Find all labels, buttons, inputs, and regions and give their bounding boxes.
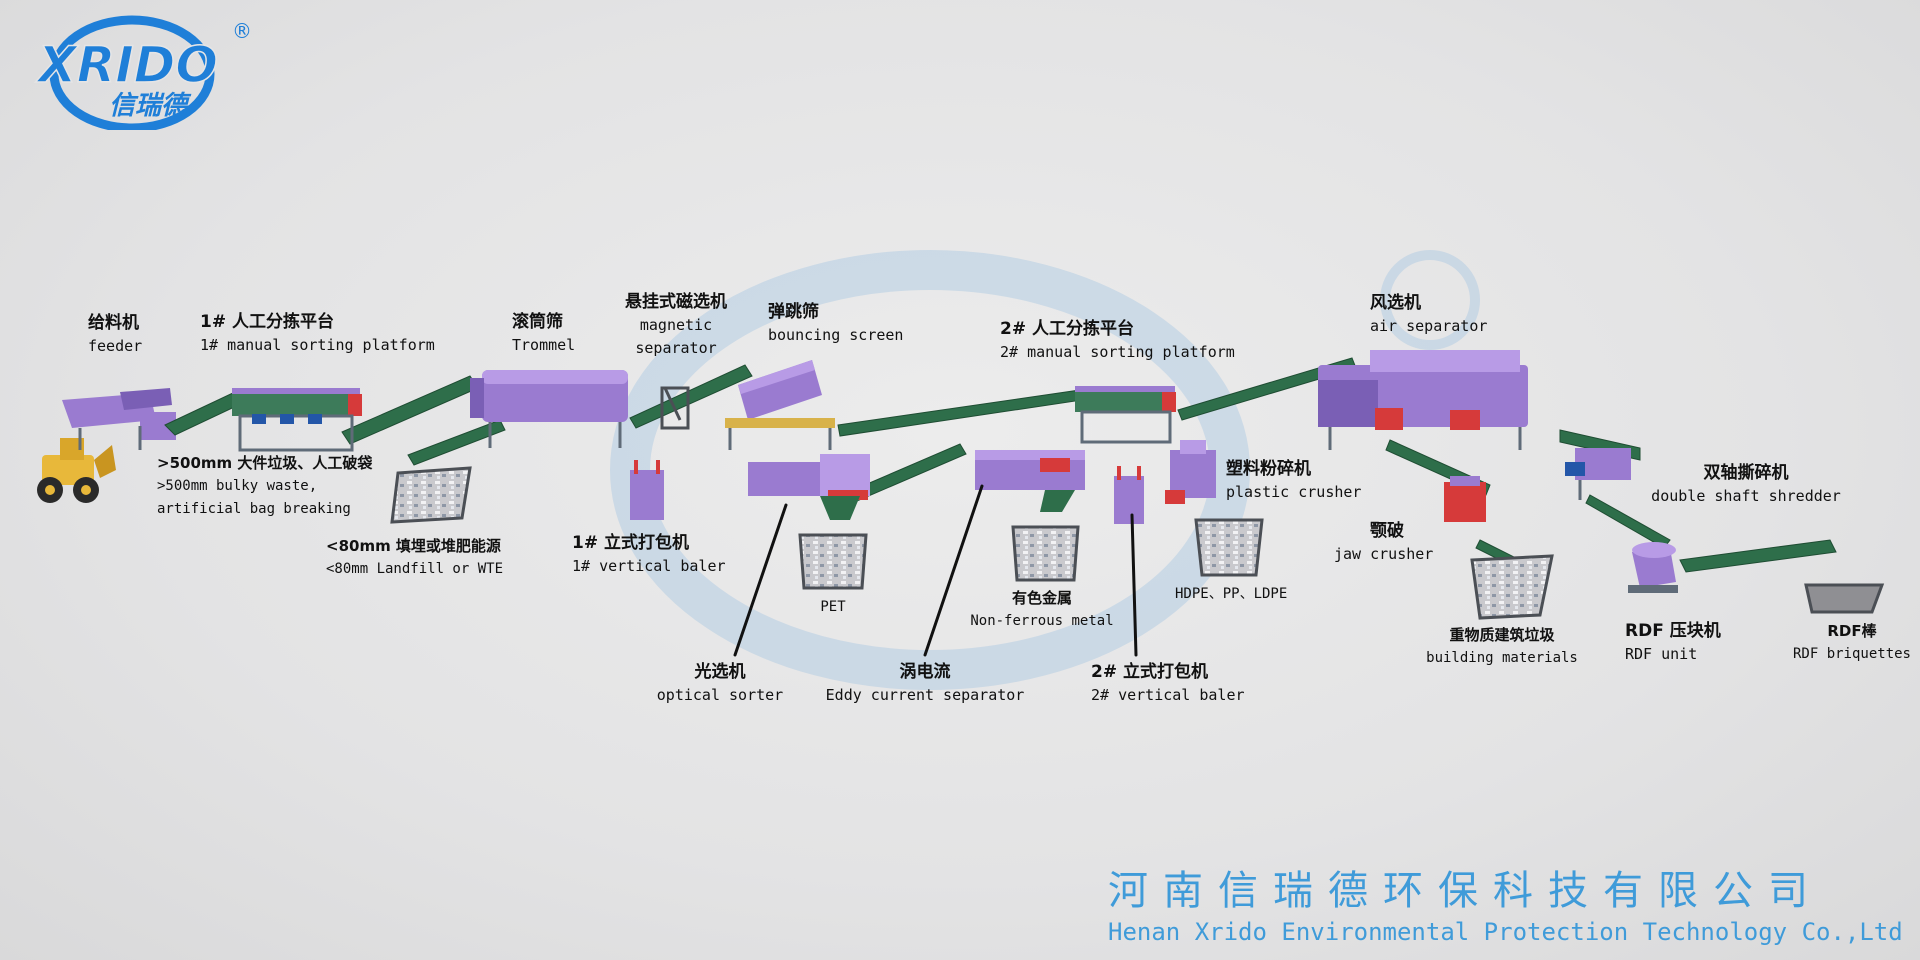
bin-building-materials — [1470, 554, 1554, 620]
label-magnetic-separator-en2: separator — [635, 339, 717, 357]
label-jaw-crusher-zh: 颚破 — [1370, 521, 1404, 541]
label-trommel-en: Trommel — [512, 336, 576, 354]
vertical-baler-2 — [1114, 466, 1144, 524]
label-vertical-baler-2-en: 2# vertical baler — [1091, 686, 1245, 704]
label-double-shaft-shredder: 双轴撕碎机 double shaft shredder — [1636, 462, 1856, 508]
air-separator-machine — [1318, 350, 1528, 450]
label-sorting-platform-1: 1# 人工分拣平台 1# manual sorting platform — [200, 311, 435, 357]
magnetic-separator — [660, 386, 690, 430]
label-sorting-platform-1-en: 1# manual sorting platform — [200, 336, 435, 354]
label-plastic-crusher-en: plastic crusher — [1226, 483, 1362, 501]
label-bulky-waste: >500mm 大件垃圾、人工破袋 >500mm bulky waste, art… — [157, 452, 372, 521]
sorting-platform-1 — [232, 388, 362, 452]
label-building-materials: 重物质建筑垃圾 building materials — [1412, 624, 1592, 670]
vertical-baler-1 — [630, 460, 664, 520]
label-vertical-baler-1-zh: 1# 立式打包机 — [572, 533, 689, 553]
label-jaw-crusher: 颚破 jaw crusher — [1334, 520, 1433, 566]
label-building-materials-en: building materials — [1426, 650, 1578, 666]
label-optical-sorter: 光选机 optical sorter — [645, 661, 795, 707]
label-feeder-en: feeder — [88, 337, 143, 355]
label-air-separator-zh: 风选机 — [1370, 293, 1421, 313]
label-optical-sorter-en: optical sorter — [656, 686, 784, 704]
label-feeder-zh: 给料机 — [88, 313, 139, 333]
label-magnetic-separator-en1: magnetic — [639, 316, 713, 334]
label-bouncing-screen-zh: 弹跳筛 — [768, 302, 819, 322]
bin-nonferrous — [1011, 525, 1080, 582]
label-hdpe-en: HDPE、PP、LDPE — [1175, 586, 1288, 602]
label-pet-en: PET — [820, 599, 846, 615]
label-rdf-briquettes-en: RDF briquettes — [1792, 646, 1911, 662]
label-rdf-unit-en: RDF unit — [1625, 645, 1698, 663]
label-air-separator-en: air separator — [1370, 317, 1488, 335]
label-jaw-crusher-en: jaw crusher — [1334, 545, 1434, 563]
eddy-current-machine — [975, 450, 1085, 512]
label-trommel-zh: 滚筒筛 — [512, 312, 563, 332]
optical-sorter-machine — [748, 454, 870, 520]
pointer-lines — [733, 484, 1138, 657]
label-eddy-current-separator-en: Eddy current separator — [825, 686, 1025, 704]
label-bulky-waste-line1: >500mm 大件垃圾、人工破袋 — [157, 454, 373, 472]
label-plastic-crusher: 塑料粉碎机 plastic crusher — [1226, 458, 1361, 504]
label-building-materials-zh: 重物质建筑垃圾 — [1449, 626, 1555, 644]
label-landfill-line1: <80mm 填埋或堆肥能源 — [326, 537, 501, 555]
label-landfill-line2: <80mm Landfill or WTE — [326, 561, 504, 577]
label-feeder: 给料机 feeder — [88, 312, 142, 358]
registered-mark: ® — [232, 19, 250, 43]
label-vertical-baler-1-en: 1# vertical baler — [572, 557, 726, 575]
label-vertical-baler-2-zh: 2# 立式打包机 — [1091, 662, 1208, 682]
label-optical-sorter-zh: 光选机 — [694, 662, 746, 682]
label-bouncing-screen: 弹跳筛 bouncing screen — [768, 301, 903, 347]
label-sorting-platform-2-en: 2# manual sorting platform — [1000, 343, 1235, 361]
label-pet: PET — [800, 596, 866, 619]
bin-pet — [798, 533, 868, 590]
label-magnetic-separator: 悬挂式磁选机 magnetic separator — [616, 291, 736, 360]
label-landfill: <80mm 填埋或堆肥能源 <80mm Landfill or WTE — [326, 535, 503, 581]
xrido-logo: XRIDO 信瑞德 ® — [34, 15, 250, 130]
label-trommel: 滚筒筛 Trommel — [512, 311, 575, 357]
double-shaft-shredder-machine — [1565, 448, 1631, 500]
bin-rdf-briquettes — [1804, 583, 1885, 614]
label-vertical-baler-2: 2# 立式打包机 2# vertical baler — [1091, 661, 1245, 707]
label-bulky-waste-line3: artificial bag breaking — [157, 501, 351, 517]
plastic-crusher-machine — [1165, 440, 1216, 504]
label-eddy-current-separator-zh: 涡电流 — [899, 662, 951, 682]
label-double-shaft-shredder-zh: 双轴撕碎机 — [1703, 463, 1789, 483]
label-rdf-unit-zh: RDF 压块机 — [1625, 621, 1721, 641]
label-double-shaft-shredder-en: double shaft shredder — [1651, 487, 1841, 505]
feeder-machine — [62, 388, 176, 450]
logo-wordmark: XRIDO — [35, 36, 218, 94]
sorting-platform-2 — [1075, 386, 1176, 444]
label-bulky-waste-line2: >500mm bulky waste, — [157, 478, 318, 494]
company-name-english: Henan Xrido Environmental Protection Tec… — [1108, 918, 1903, 946]
jaw-crusher-machine — [1444, 476, 1486, 522]
label-rdf-unit: RDF 压块机 RDF unit — [1625, 620, 1721, 666]
label-sorting-platform-2-zh: 2# 人工分拣平台 — [1000, 319, 1134, 339]
label-nonferrous-en: Non-ferrous metal — [970, 613, 1114, 629]
label-hdpe: HDPE、PP、LDPE — [1175, 583, 1287, 606]
logo-chinese: 信瑞德 — [109, 91, 192, 121]
label-air-separator: 风选机 air separator — [1370, 292, 1487, 338]
label-nonferrous: 有色金属 Non-ferrous metal — [960, 587, 1124, 633]
label-sorting-platform-2: 2# 人工分拣平台 2# manual sorting platform — [1000, 318, 1235, 364]
rdf-unit-machine — [1628, 542, 1678, 593]
bin-hdpe — [1194, 518, 1264, 577]
label-rdf-briquettes: RDF棒 RDF briquettes — [1784, 620, 1920, 666]
wheel-loader-illustration — [37, 438, 116, 503]
bouncing-screen — [725, 360, 835, 450]
bin-landfill — [390, 466, 472, 524]
label-nonferrous-zh: 有色金属 — [1011, 589, 1072, 607]
label-rdf-briquettes-zh: RDF棒 — [1827, 622, 1877, 640]
label-plastic-crusher-zh: 塑料粉碎机 — [1226, 459, 1311, 479]
label-magnetic-separator-zh: 悬挂式磁选机 — [625, 292, 727, 312]
label-eddy-current-separator: 涡电流 Eddy current separator — [810, 661, 1040, 707]
label-bouncing-screen-en: bouncing screen — [768, 326, 904, 344]
label-sorting-platform-1-zh: 1# 人工分拣平台 — [200, 312, 334, 332]
company-name-chinese: 河南信瑞德环保科技有限公司 — [1108, 868, 1823, 914]
trommel-machine — [470, 370, 628, 448]
label-vertical-baler-1: 1# 立式打包机 1# vertical baler — [572, 532, 726, 578]
